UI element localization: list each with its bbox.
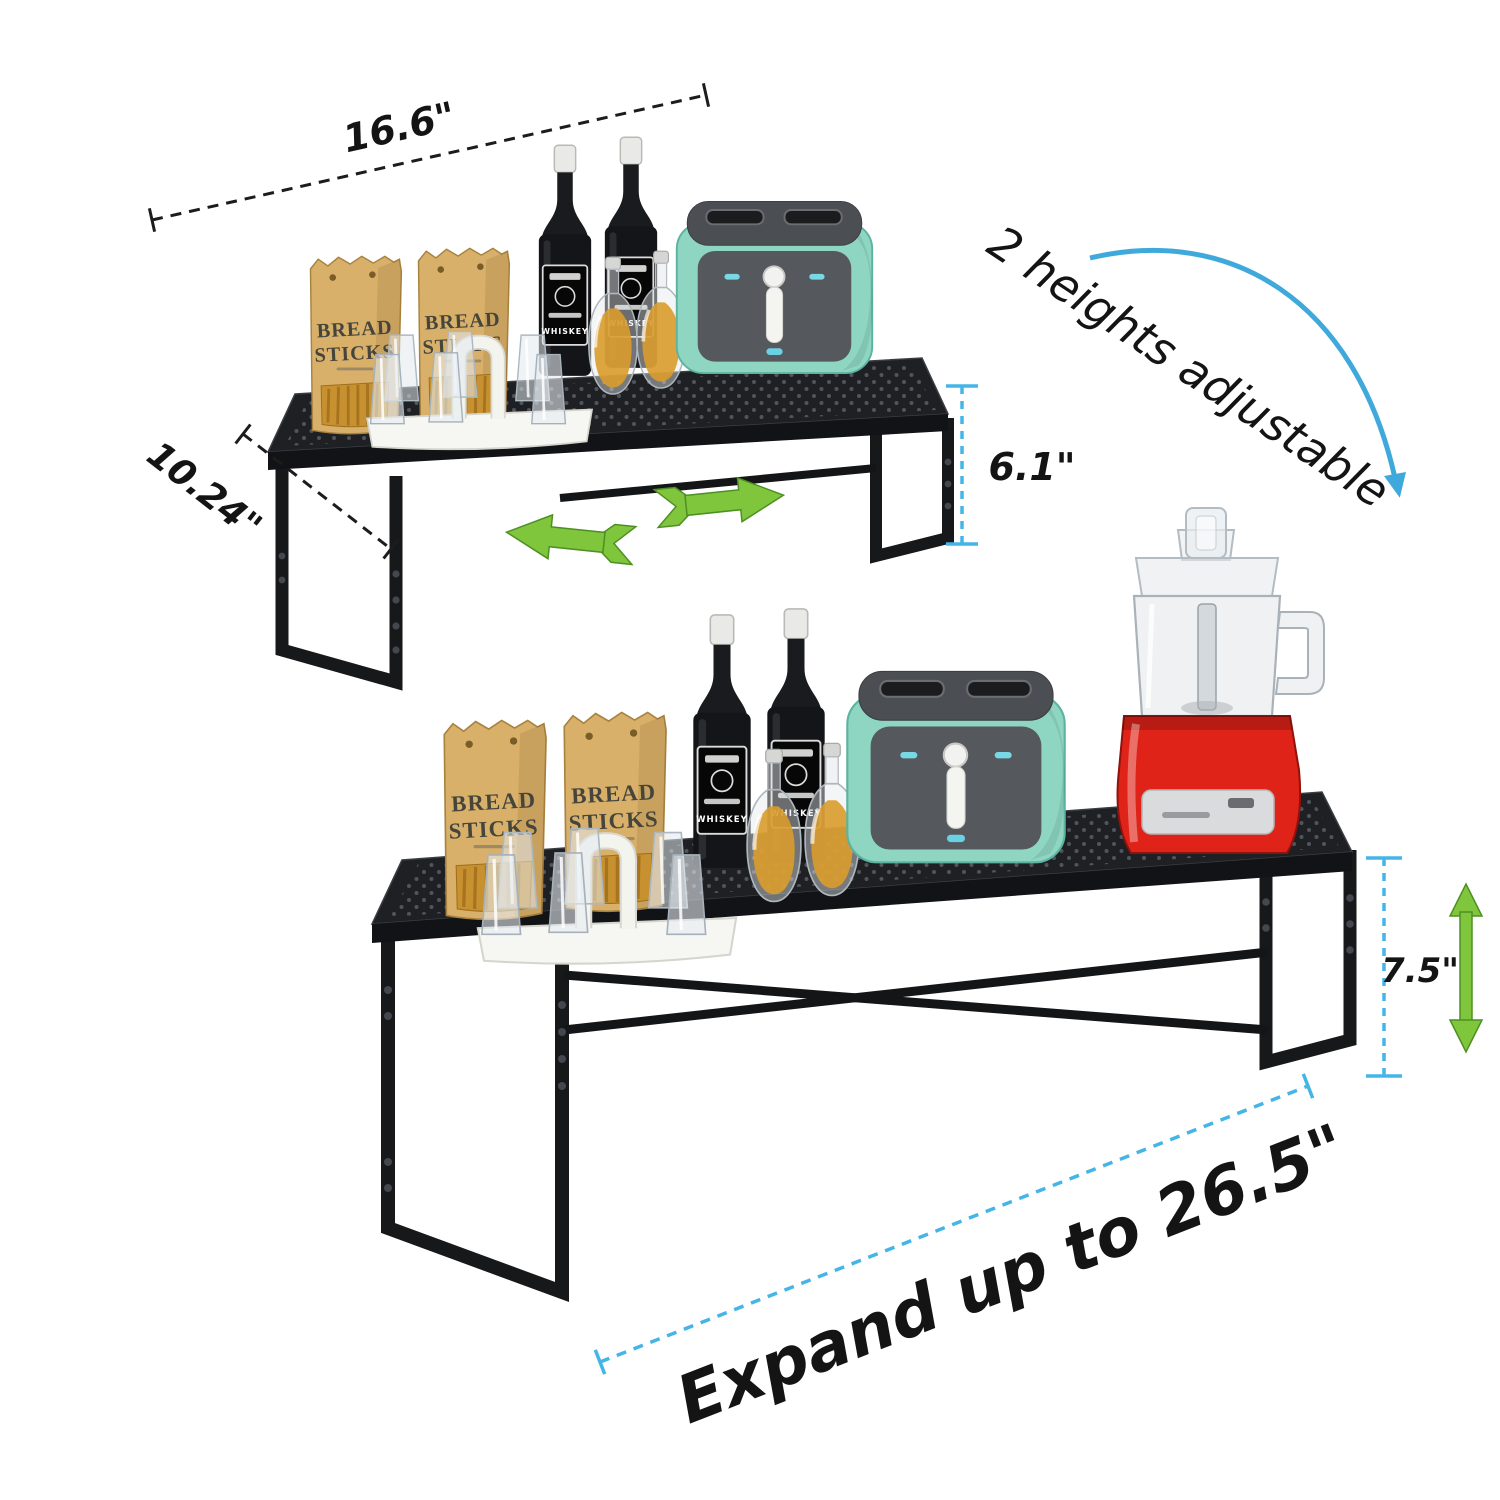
- shelf-large-right-leg: [1259, 850, 1357, 1071]
- leg-holes: [384, 894, 1354, 1192]
- dim-cap: [382, 538, 400, 560]
- processor-bowl-highlight: [1145, 603, 1155, 709]
- processor-lever: [1228, 798, 1254, 808]
- dim-cap: [701, 82, 711, 108]
- dim-height-large-label: 7.5": [1381, 951, 1459, 991]
- processor-base-highlight: [1127, 723, 1140, 843]
- dim-cap: [234, 423, 252, 445]
- dim-width-small: [147, 82, 711, 233]
- curve-arrow-head: [1384, 472, 1406, 498]
- processor-control-panel: [1141, 789, 1275, 835]
- dim-line: [242, 432, 392, 551]
- shelf-large-rail: [563, 970, 1269, 1035]
- processor-lid: [1134, 557, 1280, 597]
- curve-arrow-line: [1089, 248, 1398, 479]
- shelf-small: [266, 136, 954, 691]
- shelf-large: [370, 507, 1357, 1303]
- dim-line: [599, 1084, 1309, 1364]
- adjustable-curve-arrow: [1089, 248, 1406, 498]
- dim-cap: [147, 207, 157, 233]
- leg-holes: [278, 458, 952, 654]
- toaster: [675, 200, 874, 375]
- processor-blade-hub: [1181, 701, 1233, 715]
- shelf-large-front-edge: [372, 852, 1352, 943]
- processor-brand-bar: [1162, 812, 1210, 818]
- expansion-arrows: [503, 472, 1484, 1054]
- shelf-small-right-leg: [870, 418, 954, 564]
- processor-handle: [1274, 611, 1325, 695]
- dim-depth-small: [234, 423, 400, 560]
- dim-expand: [593, 1073, 1315, 1375]
- dim-height-small: [946, 384, 978, 546]
- dim-cap: [1301, 1073, 1315, 1099]
- height-adjust-arrow: [1448, 882, 1484, 1054]
- processor-pusher-core: [1195, 515, 1217, 551]
- food-processor: [1116, 507, 1325, 854]
- dim-height-small-label: 6.1": [988, 445, 1075, 489]
- dim-height-large: [1366, 856, 1402, 1078]
- shelf-large-rail: [563, 947, 1269, 1035]
- processor-base-lip: [1122, 716, 1292, 730]
- toaster: [846, 670, 1066, 864]
- dim-cap: [593, 1349, 607, 1375]
- shelf-small-front-edge: [268, 414, 948, 470]
- processor-shaft: [1197, 603, 1217, 711]
- shelf-large-left-leg: [381, 930, 569, 1303]
- shelf-small-rail: [559, 464, 877, 502]
